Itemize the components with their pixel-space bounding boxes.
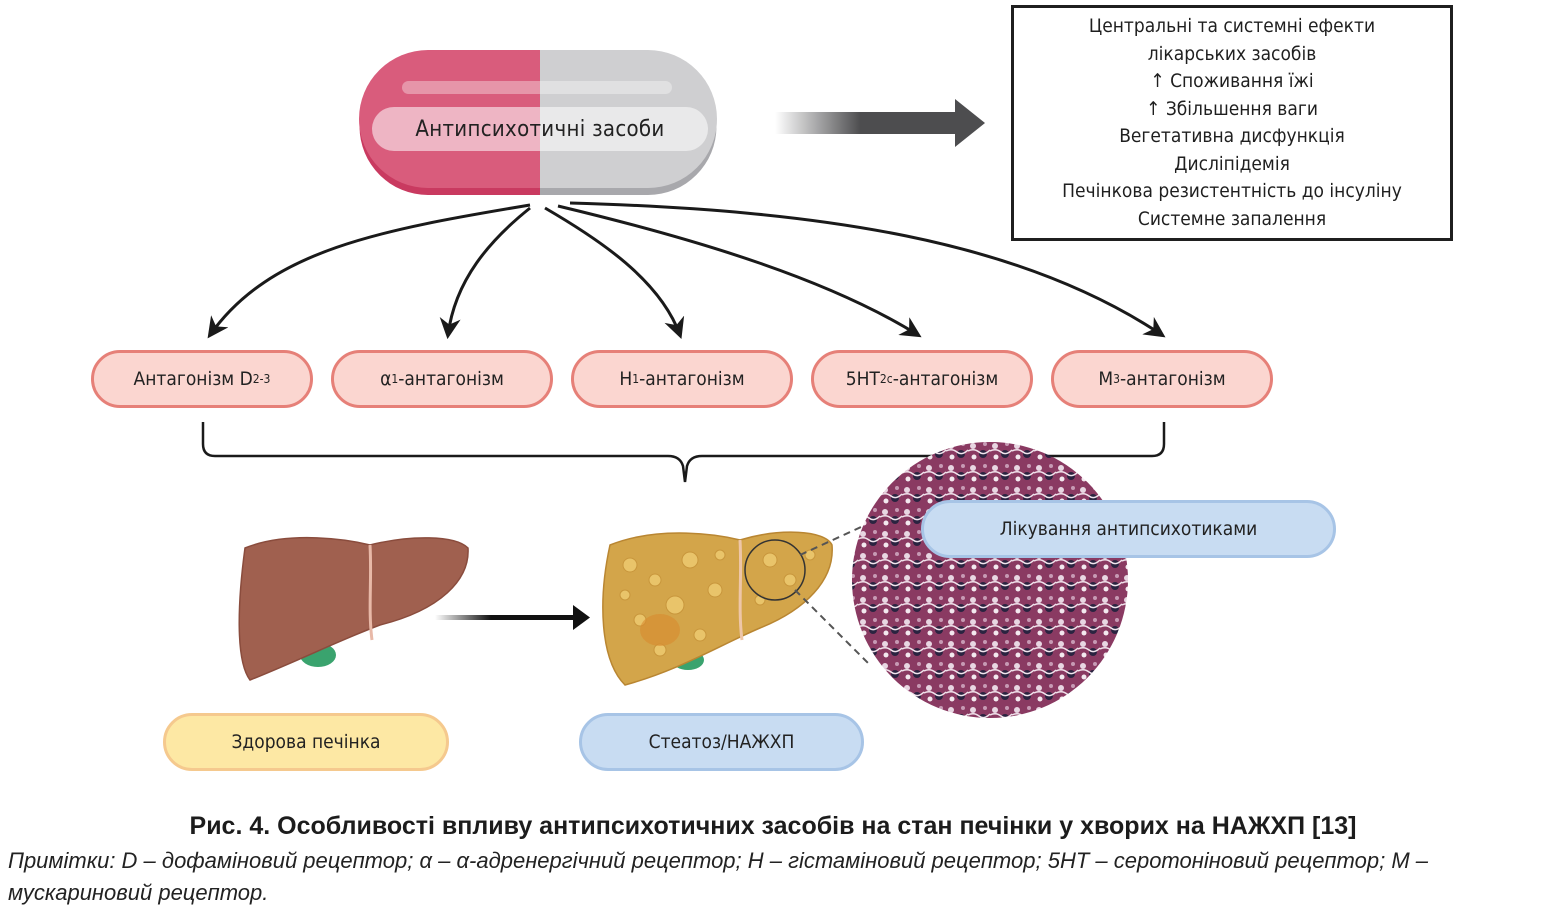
receptor-base: M — [1098, 368, 1114, 390]
effect-systemic-inflammation: Системне запалення — [1137, 207, 1327, 230]
effect-dyslipidemia: Дисліпідемія — [1174, 152, 1290, 175]
receptor-base: Антагонізм D — [133, 368, 253, 390]
histology-micrograph — [852, 442, 1128, 718]
progression-arrow — [435, 605, 590, 630]
effects-title-line-1: Центральні та системні ефекти — [1088, 15, 1376, 37]
systemic-effects-box: Центральні та системні ефекти лікарських… — [1011, 5, 1453, 241]
effect-weight-gain: ↑ Збільшення ваги — [1146, 97, 1318, 120]
effects-title-line-2: лікарських засобів — [1147, 42, 1317, 65]
effects-arrow — [775, 99, 985, 147]
effect-food-intake: ↑ Споживання їжі — [1150, 70, 1314, 92]
receptor-prefix: α — [380, 368, 392, 390]
effect-hepatic-insulin-resistance: Печінкова резистентність до інсуліну — [1062, 180, 1402, 202]
receptor-suffix: -антагонізм — [1120, 368, 1226, 390]
antipsychotic-treatment-label: Лікування антипсихотиками — [921, 500, 1336, 558]
grouping-brace — [201, 422, 1166, 483]
receptor-base: 5HT — [845, 368, 880, 390]
figure-caption-notes: Примітки: D – дофаміновий рецептор; α – … — [8, 848, 1428, 905]
arrow-to-d23 — [207, 203, 531, 339]
fatty-liver-illustration — [602, 499, 921, 686]
receptor-arrows — [207, 201, 1166, 340]
healthy-liver-label: Здорова печінка — [163, 713, 449, 771]
figure-caption-title: Рис. 4. Особливості впливу антипсихотичн… — [189, 812, 1357, 840]
receptor-suffix: -антагонізм — [398, 368, 504, 390]
healthy-liver-illustration — [238, 536, 469, 681]
effect-autonomic-dysfunction: Вегетативна дисфункція — [1119, 125, 1345, 147]
drug-label: Антипсихотичні засоби — [372, 107, 708, 151]
arrow-to-5ht2c — [557, 204, 922, 338]
steatosis-nafld-label: Стеатоз/НАЖХП — [579, 713, 864, 771]
receptor-suffix: -антагонізм — [892, 368, 999, 390]
arrow-to-h1 — [544, 206, 685, 339]
arrow-to-m3 — [569, 201, 1166, 338]
arrow-to-alpha1 — [439, 206, 531, 340]
receptor-suffix: -антагонізм — [639, 368, 745, 390]
receptor-base: H — [619, 368, 633, 390]
